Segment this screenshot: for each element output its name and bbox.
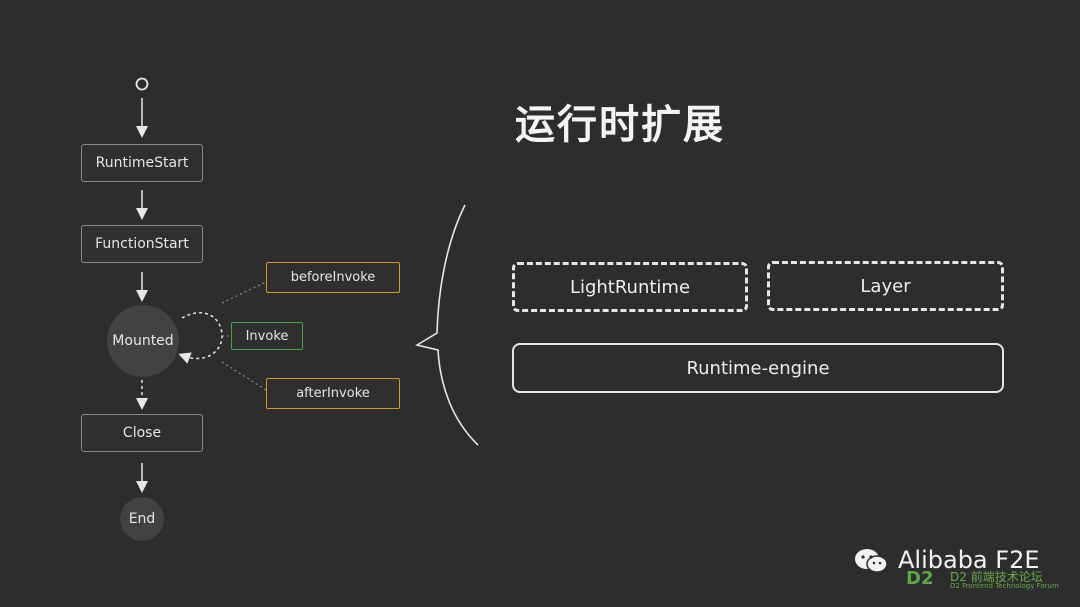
light-runtime-label: LightRuntime <box>569 276 691 298</box>
light-runtime-box: LightRuntime <box>512 262 748 312</box>
end-node: End <box>120 497 164 541</box>
wechat-icon <box>855 549 888 573</box>
function-start-label: FunctionStart <box>95 236 189 252</box>
page-title: 运行时扩展 <box>515 102 725 148</box>
end-label: End <box>128 511 156 527</box>
close-label: Close <box>122 425 162 441</box>
close-node: Close <box>81 414 203 452</box>
brand-text: Alibaba F2E <box>898 546 1040 574</box>
start-circle-icon <box>135 77 149 91</box>
forum-en-text: D2 Frontend Technology Forum <box>950 582 1059 590</box>
invoke-hook: Invoke <box>231 322 303 350</box>
runtime-start-label: RuntimeStart <box>95 155 189 171</box>
forum-cn-text: D2 前端技术论坛 <box>950 570 1043 584</box>
mounted-node: Mounted <box>107 305 179 377</box>
runtime-start-node: RuntimeStart <box>81 144 203 182</box>
before-invoke-label: beforeInvoke <box>290 270 376 285</box>
layer-box: Layer <box>767 261 1004 311</box>
runtime-engine-box: Runtime-engine <box>512 343 1004 393</box>
loop-arrow-icon <box>178 312 223 364</box>
before-invoke-hook: beforeInvoke <box>266 262 400 293</box>
function-start-node: FunctionStart <box>81 225 203 263</box>
invoke-label: Invoke <box>245 328 289 344</box>
layer-label: Layer <box>860 275 911 297</box>
runtime-engine-label: Runtime-engine <box>686 357 830 379</box>
after-invoke-label: afterInvoke <box>296 386 370 401</box>
d2-logo: D2 <box>906 568 934 589</box>
after-invoke-hook: afterInvoke <box>266 378 400 409</box>
brace-curve <box>414 204 479 446</box>
mounted-label: Mounted <box>112 333 174 349</box>
